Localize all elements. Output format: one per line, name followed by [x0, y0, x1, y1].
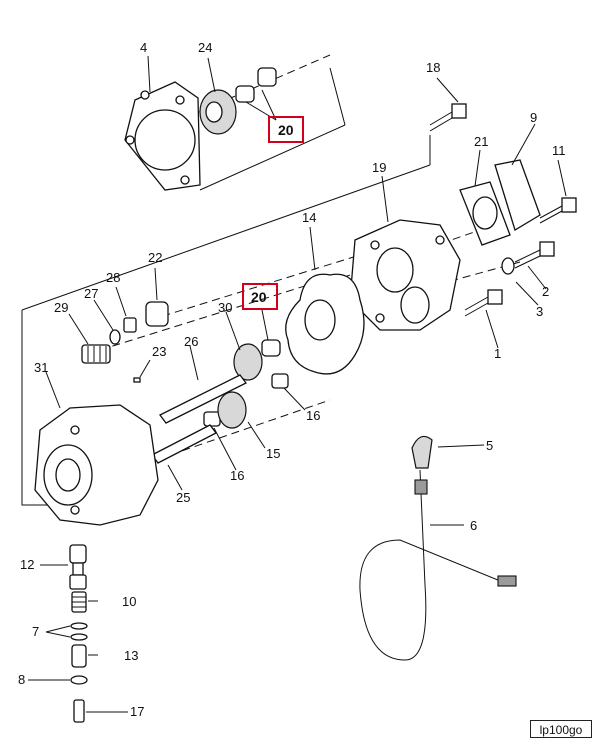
- callout-2: 2: [542, 284, 549, 299]
- callout-15: 15: [266, 446, 280, 461]
- leader-lines: [28, 55, 567, 713]
- callout-29: 29: [54, 300, 68, 315]
- callout-1: 1: [494, 346, 501, 361]
- callout-16-lower: 16: [230, 468, 244, 483]
- bolt-part-11: [539, 197, 577, 224]
- callout-19: 19: [372, 160, 386, 175]
- fitting-part-13: [71, 644, 87, 668]
- callout-3: 3: [536, 304, 543, 319]
- callout-9: 9: [530, 110, 537, 125]
- spring-part-10: [71, 591, 87, 613]
- callout-4: 4: [140, 40, 147, 55]
- callout-27: 27: [84, 286, 98, 301]
- callout-13: 13: [124, 648, 138, 663]
- gear-part-24: [199, 89, 237, 135]
- gasket-part-14: [285, 273, 365, 375]
- figure-reference-code: lp100go: [530, 720, 592, 738]
- callout-14: 14: [302, 210, 316, 225]
- bolt-part-2: [501, 241, 555, 275]
- pump-body-part-19: [349, 219, 461, 331]
- callout-20-top: 20: [278, 122, 294, 138]
- callout-26: 26: [184, 334, 198, 349]
- washer-part-8: [70, 675, 88, 685]
- callout-24: 24: [198, 40, 212, 55]
- bolt-part-17: [73, 699, 85, 723]
- bolt-part-18: [429, 103, 467, 132]
- callout-17: 17: [130, 704, 144, 719]
- callout-16-upper: 16: [306, 408, 320, 423]
- bushings-part-20-top: [235, 67, 277, 103]
- callout-10: 10: [122, 594, 136, 609]
- callout-5: 5: [486, 438, 493, 453]
- pin-part-23: [133, 377, 141, 383]
- callout-22: 22: [148, 250, 162, 265]
- cover-plate-part-4: [124, 81, 201, 191]
- cap-part-22: [145, 301, 169, 327]
- o-rings-part-7: [70, 622, 88, 641]
- plug-part-12: [69, 544, 87, 590]
- highlight-box-20-top: [268, 116, 304, 143]
- callout-30: 30: [218, 300, 232, 315]
- callout-6: 6: [470, 518, 477, 533]
- hose-part-6: [359, 469, 517, 661]
- callout-28: 28: [106, 270, 120, 285]
- gear-part-30: [233, 343, 263, 381]
- housing-part-31: [34, 404, 159, 526]
- callout-7: 7: [32, 624, 39, 639]
- bolt-part-1: [464, 289, 503, 317]
- callout-12: 12: [20, 557, 34, 572]
- gear-part-15: [217, 391, 247, 429]
- callout-18: 18: [426, 60, 440, 75]
- shaft-part-26: [159, 374, 247, 424]
- elbow-fitting-part-5: [411, 435, 433, 469]
- callout-11: 11: [552, 143, 566, 158]
- bushing-part-16-lower: [203, 411, 221, 427]
- callout-labels: 4 24 20 18 9 21 11 19 14 2 3 1 22 28 27 …: [18, 40, 566, 719]
- callout-8: 8: [18, 672, 25, 687]
- callout-21: 21: [474, 134, 488, 149]
- callout-31: 31: [34, 360, 48, 375]
- washer-part-27: [109, 329, 121, 345]
- spring-part-29: [81, 344, 111, 364]
- gasket-part-21: [459, 181, 511, 246]
- spring-seat-part-28: [123, 317, 137, 333]
- highlight-box-20-middle: [242, 283, 278, 310]
- callout-23: 23: [152, 344, 166, 359]
- callout-25: 25: [176, 490, 190, 505]
- bushing-part-16-upper: [271, 373, 289, 389]
- shaft-part-25: [151, 424, 217, 464]
- bushing-part-20-middle: [261, 339, 281, 357]
- callout-20-middle: 20: [251, 289, 267, 305]
- plate-part-9: [494, 159, 541, 231]
